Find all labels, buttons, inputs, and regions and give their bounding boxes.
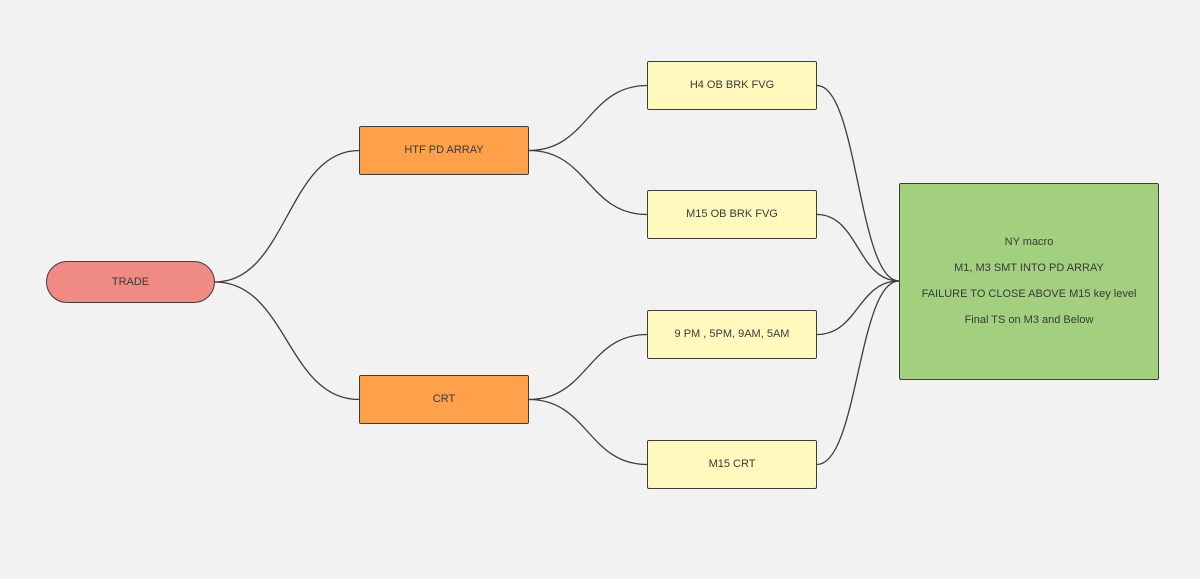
- connector-h4-to-result: [816, 84, 900, 282]
- node-entry-conditions[interactable]: NY macro M1, M3 SMT INTO PD ARRAY FAILUR…: [899, 183, 1159, 380]
- connector-crt-to-m15crt: [528, 398, 648, 466]
- node-m15-crt[interactable]: M15 CRT: [647, 440, 817, 489]
- connector-m15fvg-to-result: [816, 213, 900, 282]
- connector-trade-to-crt: [214, 281, 360, 401]
- node-trade-label: TRADE: [111, 275, 150, 288]
- node-entry-conditions-text: NY macro M1, M3 SMT INTO PD ARRAY FAILUR…: [922, 223, 1137, 340]
- node-m15-ob-brk-fvg[interactable]: M15 OB BRK FVG: [647, 190, 817, 239]
- node-crt-label: CRT: [432, 393, 456, 405]
- entry-condition-line-3: FAILURE TO CLOSE ABOVE M15 key level: [921, 288, 1137, 300]
- node-htf-pd-array-label: HTF PD ARRAY: [404, 144, 484, 156]
- connector-trade-to-htf: [214, 149, 360, 283]
- entry-condition-line-2: M1, M3 SMT INTO PD ARRAY: [954, 262, 1104, 274]
- node-h4-ob-brk-fvg-label: H4 OB BRK FVG: [689, 79, 775, 91]
- connector-m15crt-to-result: [816, 280, 900, 466]
- node-m15-ob-brk-fvg-label: M15 OB BRK FVG: [686, 208, 778, 220]
- node-h4-ob-brk-fvg[interactable]: H4 OB BRK FVG: [647, 61, 817, 110]
- node-crt[interactable]: CRT: [359, 375, 529, 424]
- entry-condition-line-1: NY macro: [1004, 236, 1054, 248]
- node-m15-crt-label: M15 CRT: [708, 458, 756, 470]
- entry-condition-line-4: Final TS on M3 and Below: [964, 314, 1094, 326]
- node-htf-pd-array[interactable]: HTF PD ARRAY: [359, 126, 529, 175]
- connector-crt-to-time: [528, 333, 648, 401]
- node-session-times-label: 9 PM , 5PM, 9AM, 5AM: [674, 328, 790, 340]
- node-session-times[interactable]: 9 PM , 5PM, 9AM, 5AM: [647, 310, 817, 359]
- node-trade[interactable]: TRADE: [46, 261, 215, 303]
- connector-time-to-result: [816, 280, 900, 336]
- connector-htf-to-h4: [528, 84, 648, 152]
- connector-htf-to-m15fvg: [528, 149, 648, 216]
